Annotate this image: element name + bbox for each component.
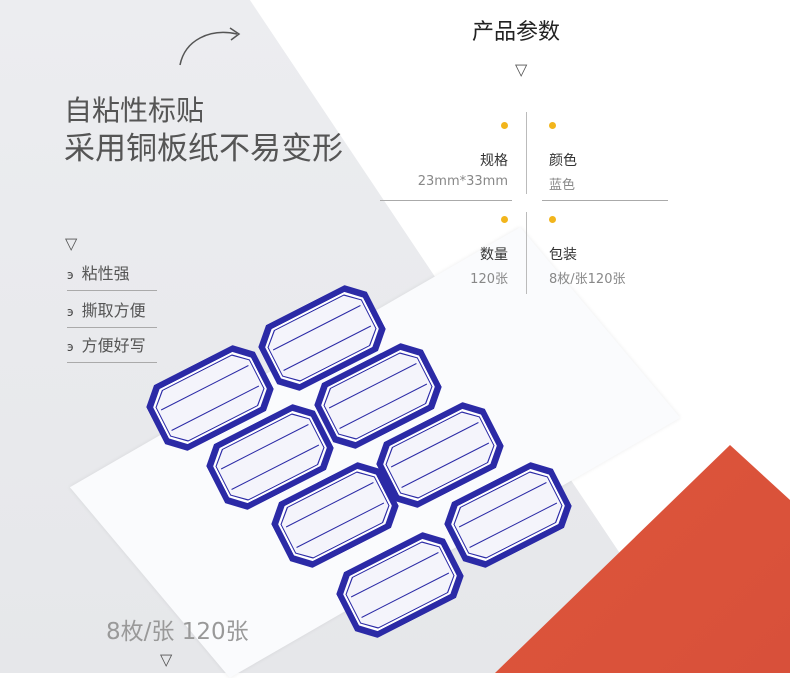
spec-value: 蓝色 [549,178,576,193]
divider [542,200,668,201]
dot-icon [501,216,508,223]
spec-color: 颜色蓝色 [549,122,689,193]
spec-key: 数量 [480,247,508,263]
spec-value: 120张 [470,272,508,287]
headline-line1: 自粘性标贴 [64,94,205,127]
bullet-icon: э [67,268,74,282]
bullet-icon: э [67,305,74,319]
dot-icon [501,122,508,129]
page-title: 产品参数 [472,20,561,45]
feature-label: 撕取方便 [81,301,146,320]
triangle-down-icon: ▽ [160,650,173,669]
feature-item: э 粘性强 [67,257,157,291]
spec-value: 8枚/张120张 [549,272,626,287]
spec-quantity: 数量 120张 [368,216,508,287]
spec-size: 规格 23mm*33mm [368,122,508,192]
dot-icon [549,122,556,129]
divider [526,112,527,194]
feature-item: э 方便好写 [67,329,157,363]
triangle-down-icon: ▽ [65,234,78,253]
triangle-down-icon: ▽ [515,60,528,79]
headline: 自粘性标贴 采用铜板纸不易变形 [64,92,343,168]
spec-key: 规格 [480,153,508,169]
spec-packaging: 包装 8枚/张120张 [549,216,689,287]
bullet-icon: э [67,340,74,354]
caption: 8枚/张 120张 [106,619,249,645]
spec-key: 包装 [549,247,577,263]
curved-arrow-icon [179,27,241,66]
spec-key: 颜色 [549,153,577,169]
feature-label: 粘性强 [81,264,130,283]
feature-label: 方便好写 [81,336,146,355]
feature-item: э 撕取方便 [67,294,157,328]
divider [526,212,527,294]
dot-icon [549,216,556,223]
spec-value: 23mm*33mm [417,174,508,189]
divider [380,200,512,201]
headline-line2: 采用铜板纸不易变形 [64,131,343,167]
